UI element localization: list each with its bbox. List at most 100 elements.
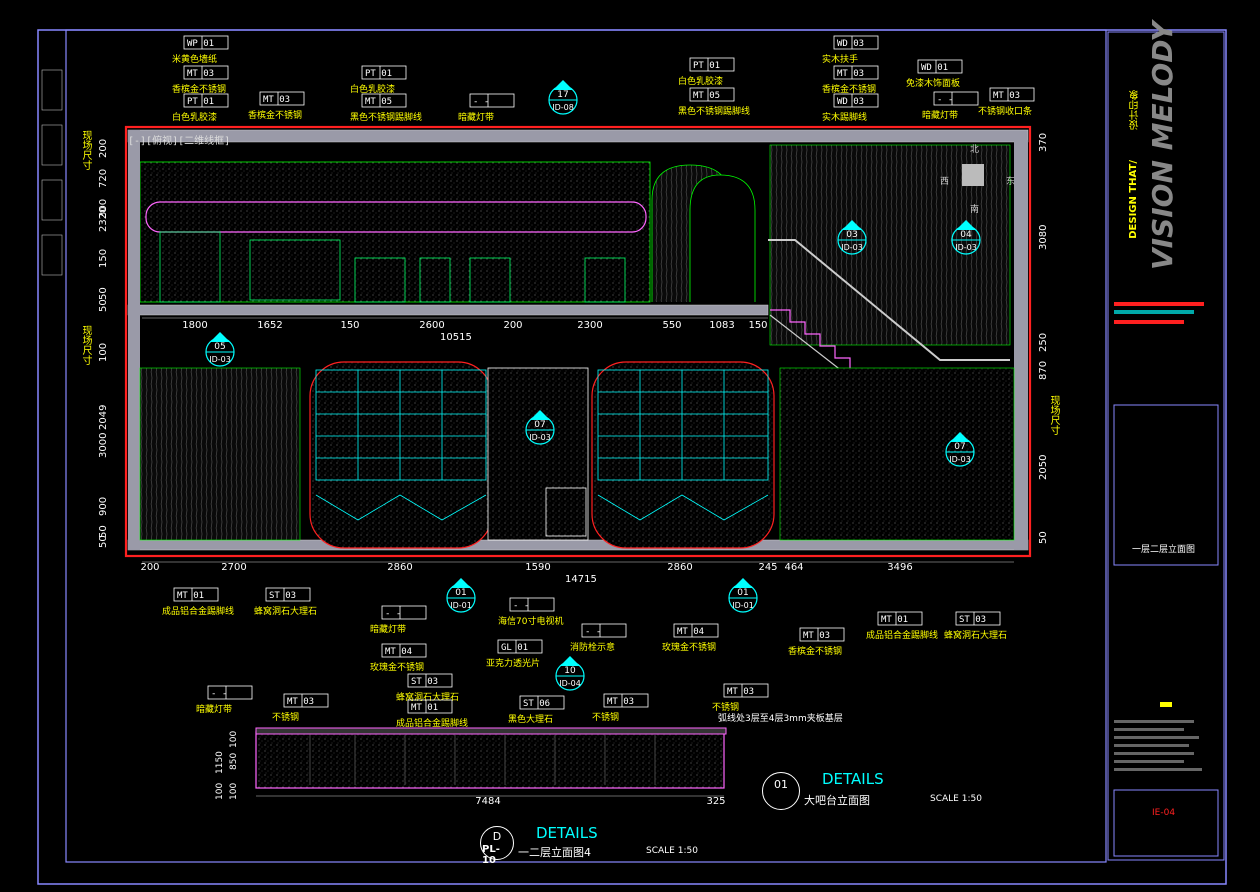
bottom-tag-6[interactable]: - -消防栓示意 — [570, 623, 627, 653]
top-tag-12-desc: 免漆木饰面板 — [906, 77, 960, 89]
dim-left-3: 300 — [98, 199, 109, 218]
bottom-tag-5-box — [497, 639, 543, 654]
dim-bottom-6: 464 — [784, 562, 803, 573]
arch-right — [689, 174, 756, 302]
top-tag-11-code: WD 03 — [837, 97, 864, 107]
top-tag-13-code: - - — [937, 95, 953, 105]
bar-title-num: 01 — [762, 772, 800, 810]
section-marker-2-num: 03 — [846, 230, 857, 240]
dim-left-9: 3000 — [98, 433, 109, 458]
lower-wall-right — [779, 367, 1015, 541]
bottom-tag-8-code: MT 03 — [803, 631, 830, 641]
top-tag-5-box — [361, 93, 407, 108]
section-marker-7-ref: ID-01 — [450, 601, 472, 610]
top-tag-13[interactable]: - -暗藏灯带 — [922, 91, 979, 121]
top-tag-2-code: PT 01 — [187, 97, 214, 107]
drawing-name-box — [1113, 404, 1219, 566]
top-tag-0-box — [183, 35, 229, 50]
dim-mid-3: 2600 — [419, 320, 444, 331]
bottom-tag-8-desc: 香槟金不锈钢 — [788, 645, 842, 657]
cabinet-grid — [315, 369, 769, 521]
brand-cn: 设计印象 — [1130, 90, 1141, 130]
compass-cube-icon[interactable] — [962, 164, 984, 186]
bottom-tag-8[interactable]: MT 03 香槟金不锈钢 — [788, 627, 845, 657]
dim-bottom-5: 245 — [758, 562, 777, 573]
bar-title-main: DETAILS — [822, 770, 884, 788]
main-title-main: DETAILS — [536, 824, 598, 842]
compass-north: 北 — [970, 145, 980, 155]
top-tag-10-desc: 香槟金不锈钢 — [822, 83, 876, 95]
bar-dim-h-4: 100 — [215, 783, 225, 800]
main-title-ref: PL-10 — [482, 844, 500, 866]
ceiling-slab — [127, 129, 1029, 143]
bar-tag-0[interactable]: - -暗藏灯带 — [196, 685, 253, 715]
section-marker-6-arrow — [560, 656, 580, 666]
bottom-tag-1-code: ST 03 — [269, 591, 296, 601]
bottom-tag-0-code: MT 01 — [177, 591, 204, 601]
top-tag-11-box — [833, 93, 879, 108]
section-marker-8-arrow — [733, 578, 753, 588]
hydrant-box — [545, 487, 587, 537]
top-tag-6[interactable]: - -暗藏灯带 — [458, 93, 515, 123]
bottom-tag-6-box — [581, 623, 627, 638]
left-revision-strip — [41, 69, 63, 276]
top-tag-6-box — [469, 93, 515, 108]
bottom-tag-4[interactable]: - -海信70寸电视机 — [498, 597, 563, 627]
compass-west: 西 — [940, 177, 950, 187]
dim-right-4: 2050 — [1038, 455, 1049, 480]
bottom-tag-2[interactable]: - -暗藏灯带 — [370, 605, 427, 635]
bottom-tag-6-code: - - — [585, 627, 601, 637]
bar-title-scale: SCALE 1:50 — [930, 794, 982, 804]
bottom-tag-7-box — [673, 623, 719, 638]
top-tag-8-desc: 黑色不锈钢踢脚线 — [678, 105, 750, 117]
brand-block: VISION MELODY DESIGN THAT/ 设计印象 — [1124, 21, 1204, 270]
compass: 北 西 东 南 — [932, 142, 1015, 216]
staircase-rail — [768, 239, 1010, 361]
bottom-tag-4-desc: 海信70寸电视机 — [498, 615, 563, 627]
top-tag-9-box — [833, 35, 879, 50]
left-column — [128, 130, 140, 550]
bar-dim-right: 325 — [706, 796, 725, 807]
bottom-tag-5-code: GL 01 — [501, 643, 528, 653]
viewport-label[interactable]: [-][俯视][二维线框] — [128, 136, 231, 147]
section-marker-0-num: 17 — [557, 90, 568, 100]
display-cabinet-right — [591, 361, 775, 549]
top-tag-4-code: PT 01 — [365, 69, 392, 79]
